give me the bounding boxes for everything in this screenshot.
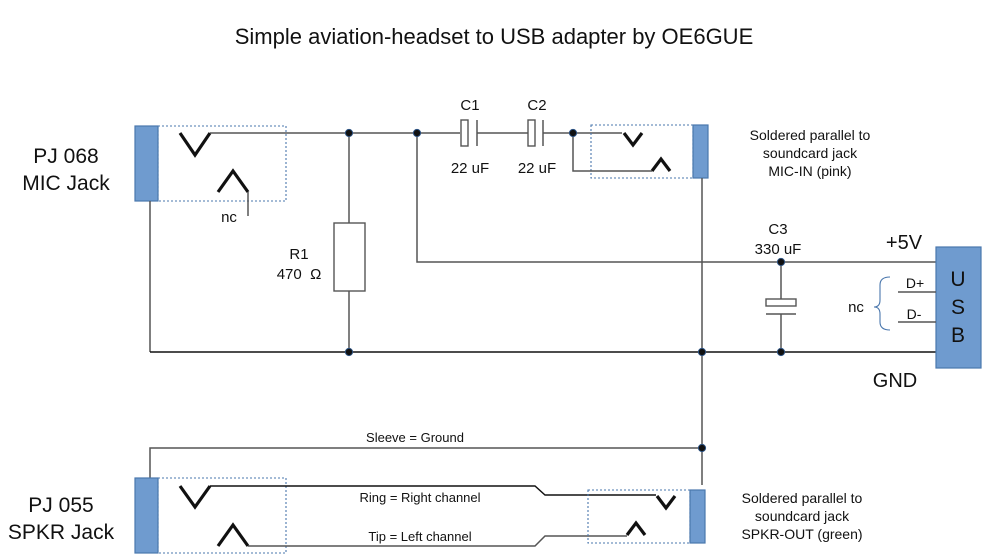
usb-nc-label: nc bbox=[848, 299, 864, 316]
mic-jack-label-line1: PJ 068 bbox=[33, 145, 98, 168]
c2-value: 22 uF bbox=[518, 160, 556, 177]
spkr-jack: PJ 055 SPKR Jack bbox=[8, 477, 287, 554]
junction-node bbox=[344, 347, 354, 357]
mic-jack-label-line2: MIC Jack bbox=[22, 172, 110, 195]
tip-label: Tip = Left channel bbox=[368, 529, 471, 544]
spkr-jack-label-line2: SPKR Jack bbox=[8, 521, 115, 544]
mic-in-tip-contact bbox=[650, 156, 672, 172]
c3-value: 330 uF bbox=[755, 241, 802, 258]
soundcard-spkr-out-jack: Soldered parallel to soundcard jack SPKR… bbox=[587, 489, 863, 544]
spkr-out-note-line3: SPKR-OUT (green) bbox=[741, 526, 862, 542]
usb-letter-u: U bbox=[950, 268, 965, 291]
spkr-jack-ring-contact bbox=[178, 485, 212, 510]
usb-body bbox=[935, 246, 982, 369]
spkr-out-note-line1: Soldered parallel to bbox=[742, 490, 863, 506]
mic-jack-ring-contact bbox=[178, 132, 212, 158]
spkr-jack-sleeve bbox=[134, 477, 159, 554]
usb-letter-b: B bbox=[951, 324, 965, 347]
spkr-jack-label-line1: PJ 055 bbox=[28, 494, 93, 517]
mic-in-note-line1: Soldered parallel to bbox=[750, 127, 871, 143]
usb-letter-s: S bbox=[951, 296, 965, 319]
resistor-body bbox=[333, 222, 366, 292]
junction-node bbox=[568, 128, 578, 138]
c3-name: C3 bbox=[768, 221, 787, 238]
sleeve-label: Sleeve = Ground bbox=[366, 430, 464, 445]
capacitor-c2: C2 22 uF bbox=[518, 97, 622, 177]
junction-node bbox=[697, 347, 707, 357]
c1-name: C1 bbox=[460, 97, 479, 114]
mic-jack-nc-label: nc bbox=[221, 209, 237, 226]
spkr-out-note-line2: soundcard jack bbox=[755, 508, 850, 524]
junction-node bbox=[776, 257, 786, 267]
mic-in-sleeve bbox=[692, 124, 709, 179]
usb-dplus-label: D+ bbox=[906, 275, 924, 291]
capacitor-c1: C1 22 uF bbox=[451, 97, 528, 177]
wire-sleeve-ground bbox=[149, 447, 702, 478]
diagram-title: Simple aviation-headset to USB adapter b… bbox=[235, 24, 754, 49]
usb-plus5v-label: +5V bbox=[886, 232, 923, 254]
mic-jack-tip-contact bbox=[216, 168, 250, 193]
mic-in-ring-contact bbox=[622, 132, 644, 148]
mic-jack-outline bbox=[157, 125, 287, 202]
soundcard-mic-in-jack: Soldered parallel to soundcard jack MIC-… bbox=[572, 124, 871, 179]
junction-node bbox=[344, 128, 354, 138]
usb-gnd-label: GND bbox=[873, 370, 917, 392]
r1-value: 470 Ω bbox=[277, 266, 322, 283]
spkr-out-ring-contact bbox=[655, 495, 677, 511]
usb-connector: U S B +5V GND D+ D- nc bbox=[848, 232, 982, 392]
r1-name: R1 bbox=[289, 246, 308, 263]
junction-node bbox=[412, 128, 422, 138]
usb-dminus-label: D- bbox=[907, 306, 922, 322]
c1-value: 22 uF bbox=[451, 160, 489, 177]
mic-jack-sleeve bbox=[134, 125, 159, 202]
mic-jack: PJ 068 MIC Jack nc bbox=[22, 125, 287, 226]
wire-ring-right bbox=[210, 485, 656, 496]
junction-node bbox=[776, 347, 786, 357]
ring-label: Ring = Right channel bbox=[359, 490, 480, 505]
spkr-jack-tip-contact bbox=[216, 522, 250, 547]
mic-in-note-line3: MIC-IN (pink) bbox=[768, 163, 851, 179]
wire-tip-left bbox=[248, 535, 627, 547]
resistor-r1: R1 470 Ω bbox=[277, 133, 366, 352]
nc-brace bbox=[873, 276, 891, 331]
junction-node bbox=[697, 443, 707, 453]
mic-in-note-line2: soundcard jack bbox=[763, 145, 858, 161]
c2-name: C2 bbox=[527, 97, 546, 114]
capacitor-c3: C3 330 uF bbox=[755, 221, 802, 352]
wire-plus5v bbox=[416, 133, 937, 263]
spkr-out-tip-contact bbox=[625, 520, 647, 536]
spkr-out-sleeve bbox=[689, 489, 706, 544]
